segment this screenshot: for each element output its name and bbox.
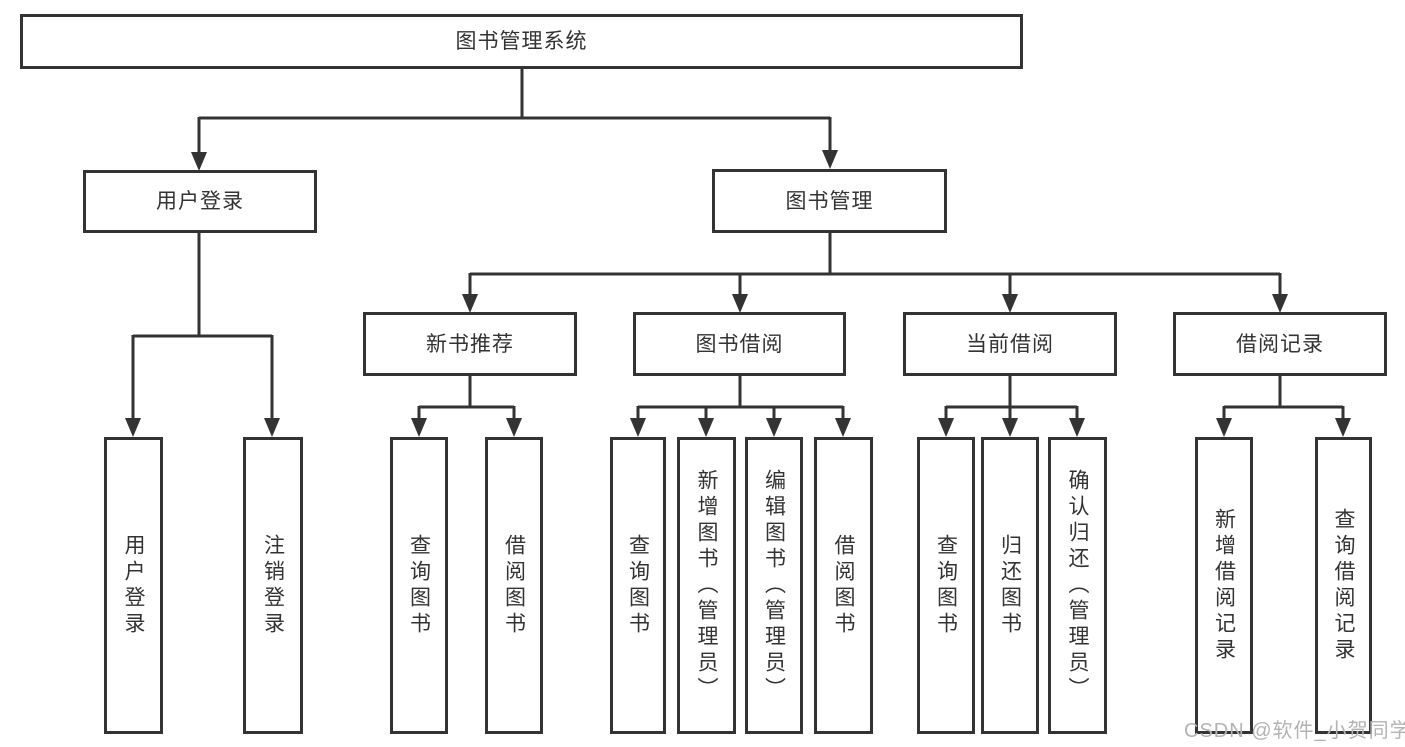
leaf-recommend-query-books: 查询图书 [390, 437, 448, 734]
leaf-borrowing-borrow-books-label: 借阅图书 [832, 533, 855, 638]
leaf-user-login-label: 用户登录 [122, 533, 145, 638]
watermark: CSDN @软件_小贺同学 [1184, 720, 1405, 742]
node-new-book-recommend: 新书推荐 [363, 312, 577, 376]
leaf-confirm-return-admin-label: 确认归还（管理员） [1066, 468, 1089, 703]
node-root-label: 图书管理系统 [455, 30, 588, 53]
node-book-management: 图书管理 [712, 169, 947, 233]
node-current-borrowing: 当前借阅 [903, 312, 1117, 376]
leaf-current-query-books-label: 查询图书 [934, 533, 958, 638]
leaf-edit-books-admin-label: 编辑图书（管理员） [762, 468, 786, 703]
node-book-borrowing: 图书借阅 [633, 312, 846, 376]
node-user-login: 用户登录 [83, 170, 317, 233]
node-new-book-recommend-label: 新书推荐 [426, 332, 514, 356]
leaf-query-borrow-record-label: 查询借阅记录 [1332, 507, 1355, 664]
leaf-return-books-label: 归还图书 [998, 533, 1022, 638]
leaf-return-books: 归还图书 [981, 437, 1039, 734]
leaf-borrowing-borrow-books: 借阅图书 [814, 437, 873, 734]
leaf-recommend-borrow-books-label: 借阅图书 [502, 533, 526, 638]
leaf-recommend-borrow-books: 借阅图书 [485, 437, 543, 734]
leaf-confirm-return-admin: 确认归还（管理员） [1048, 437, 1107, 734]
node-root-system: 图书管理系统 [20, 14, 1023, 69]
node-book-borrowing-label: 图书借阅 [695, 332, 784, 356]
leaf-recommend-query-books-label: 查询图书 [407, 533, 431, 638]
leaf-query-borrow-record: 查询借阅记录 [1315, 437, 1372, 734]
leaf-add-borrow-record-label: 新增借阅记录 [1212, 507, 1236, 664]
leaf-add-books-admin-label: 新增图书（管理员） [695, 468, 718, 703]
node-user-login-label: 用户登录 [156, 190, 244, 213]
leaf-borrowing-query-books-label: 查询图书 [626, 533, 650, 638]
leaf-borrowing-query-books: 查询图书 [610, 437, 666, 734]
leaf-logout-label: 注销登录 [261, 533, 285, 638]
leaf-add-borrow-record: 新增借阅记录 [1195, 437, 1253, 734]
leaf-logout: 注销登录 [243, 437, 303, 734]
leaf-current-query-books: 查询图书 [917, 437, 975, 734]
node-book-management-label: 图书管理 [785, 189, 874, 213]
leaf-add-books-admin: 新增图书（管理员） [677, 437, 736, 734]
node-current-borrowing-label: 当前借阅 [966, 332, 1054, 356]
leaf-edit-books-admin: 编辑图书（管理员） [745, 437, 803, 734]
node-borrowing-records: 借阅记录 [1173, 312, 1387, 376]
leaf-user-login: 用户登录 [104, 437, 163, 734]
node-borrowing-records-label: 借阅记录 [1236, 332, 1324, 356]
arrowhead-icons [125, 150, 1351, 437]
